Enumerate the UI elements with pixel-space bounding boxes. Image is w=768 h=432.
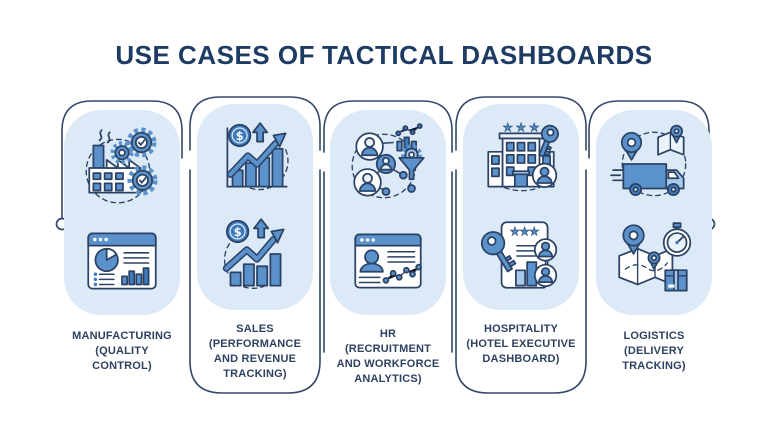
funnel-gear-icon (398, 144, 425, 193)
hotel-building-rating-icon: ★ ★ ★ (487, 120, 559, 192)
svg-text:★: ★ (509, 225, 520, 239)
label-manufacturing: MANUFACTURING (QUALITY CONTROL) (50, 329, 194, 374)
revenue-growth-chart-axis-icon: $ (226, 122, 289, 191)
svg-text:★: ★ (519, 225, 530, 239)
icon-slot (77, 217, 167, 307)
svg-text:★: ★ (516, 120, 527, 134)
pill-sales: $ $ (197, 104, 313, 310)
label-line: (HOTEL EXECUTIVE (466, 338, 576, 350)
small-gear-icon (110, 141, 134, 165)
icon-slot: $ (210, 115, 300, 205)
hotel-report-card-icon: ★ ★ ★ (480, 221, 558, 289)
location-pin-icon (670, 124, 683, 144)
title-emphasis: TACTICAL DASHBOARDS (321, 40, 653, 70)
label-line: MANUFACTURING (72, 330, 172, 342)
column-logistics: LOGISTICS (DELIVERY TRACKING) (596, 110, 712, 374)
pill-manufacturing (64, 110, 180, 315)
svg-text:$: $ (234, 226, 242, 239)
icon-slot (609, 121, 699, 211)
icon-slot (609, 217, 699, 307)
label-line: (PERFORMANCE (208, 338, 302, 350)
column-sales: $ $ (197, 104, 313, 382)
label-line: TRACKING) (223, 368, 287, 380)
candidate-profile-window-icon (354, 233, 423, 289)
pill-logistics (596, 110, 712, 315)
location-pin-icon (622, 224, 645, 255)
person-node-icon (375, 153, 397, 175)
label-sales: SALES (PERFORMANCE AND REVENUE TRACKING) (183, 322, 327, 382)
column-hospitality: ★ ★ ★ (463, 104, 579, 367)
label-line: TRACKING) (622, 360, 686, 372)
dollar-coin-icon: $ (226, 219, 250, 244)
label-line: AND REVENUE (213, 353, 297, 365)
guest-avatar-icon (533, 238, 558, 262)
label-line: LOGISTICS (623, 330, 685, 342)
location-pin-icon (620, 131, 643, 161)
icon-slot (77, 121, 167, 211)
label-line: HR (379, 328, 397, 340)
pill-hr (330, 110, 446, 315)
person-node-icon (353, 168, 382, 197)
label-line: SALES (236, 323, 274, 335)
column-hr: HR (RECRUITMENT AND WORKFORCE ANALYTICS) (330, 110, 446, 387)
key-icon (480, 231, 517, 273)
key-icon (538, 124, 559, 158)
label-hospitality: HOSPITALITY (HOTEL EXECUTIVE DASHBOARD) (449, 322, 593, 367)
factory-quality-control-icon (85, 127, 158, 204)
pill-hospitality: ★ ★ ★ (463, 104, 579, 310)
column-manufacturing: MANUFACTURING (QUALITY CONTROL) (64, 110, 180, 374)
svg-text:$: $ (236, 130, 244, 143)
svg-text:★: ★ (529, 120, 540, 134)
dollar-coin-icon: $ (228, 123, 252, 148)
title-prefix: USE CASES OF (115, 40, 315, 70)
gear-check-icon (126, 127, 157, 158)
route-map-tracking-icon (618, 222, 692, 292)
label-line: DASHBOARD) (482, 353, 560, 365)
label-line: (RECRUITMENT (344, 343, 432, 355)
truck-icon (610, 163, 685, 197)
icon-slot: ★ ★ ★ (476, 211, 566, 301)
analytics-dashboard-window-icon (87, 232, 157, 290)
guest-avatar-icon (533, 263, 558, 288)
stopwatch-icon (662, 222, 692, 257)
person-node-icon (355, 132, 384, 161)
label-line: CONTROL) (92, 360, 152, 372)
label-line: ANALYTICS) (354, 373, 422, 385)
icon-slot: ★ ★ ★ (476, 115, 566, 205)
label-hr: HR (RECRUITMENT AND WORKFORCE ANALYTICS) (316, 327, 460, 387)
revenue-growth-chart-icon: $ (222, 218, 285, 289)
guest-avatar-icon (531, 162, 558, 188)
map-icon (657, 124, 685, 156)
label-line: AND WORKFORCE (336, 358, 440, 370)
label-line: (DELIVERY (623, 345, 685, 357)
icon-slot (343, 121, 433, 211)
label-line: HOSPITALITY (483, 323, 559, 335)
package-box-icon (664, 269, 688, 292)
delivery-truck-route-icon (610, 124, 687, 197)
svg-text:★: ★ (529, 225, 540, 239)
location-pin-icon (647, 251, 661, 271)
label-logistics: LOGISTICS (DELIVERY TRACKING) (582, 329, 726, 374)
icon-slot: $ (210, 211, 300, 301)
icon-slot (343, 217, 433, 307)
svg-text:★: ★ (502, 120, 513, 134)
talent-network-funnel-icon (351, 123, 425, 199)
label-line: (QUALITY (95, 345, 149, 357)
